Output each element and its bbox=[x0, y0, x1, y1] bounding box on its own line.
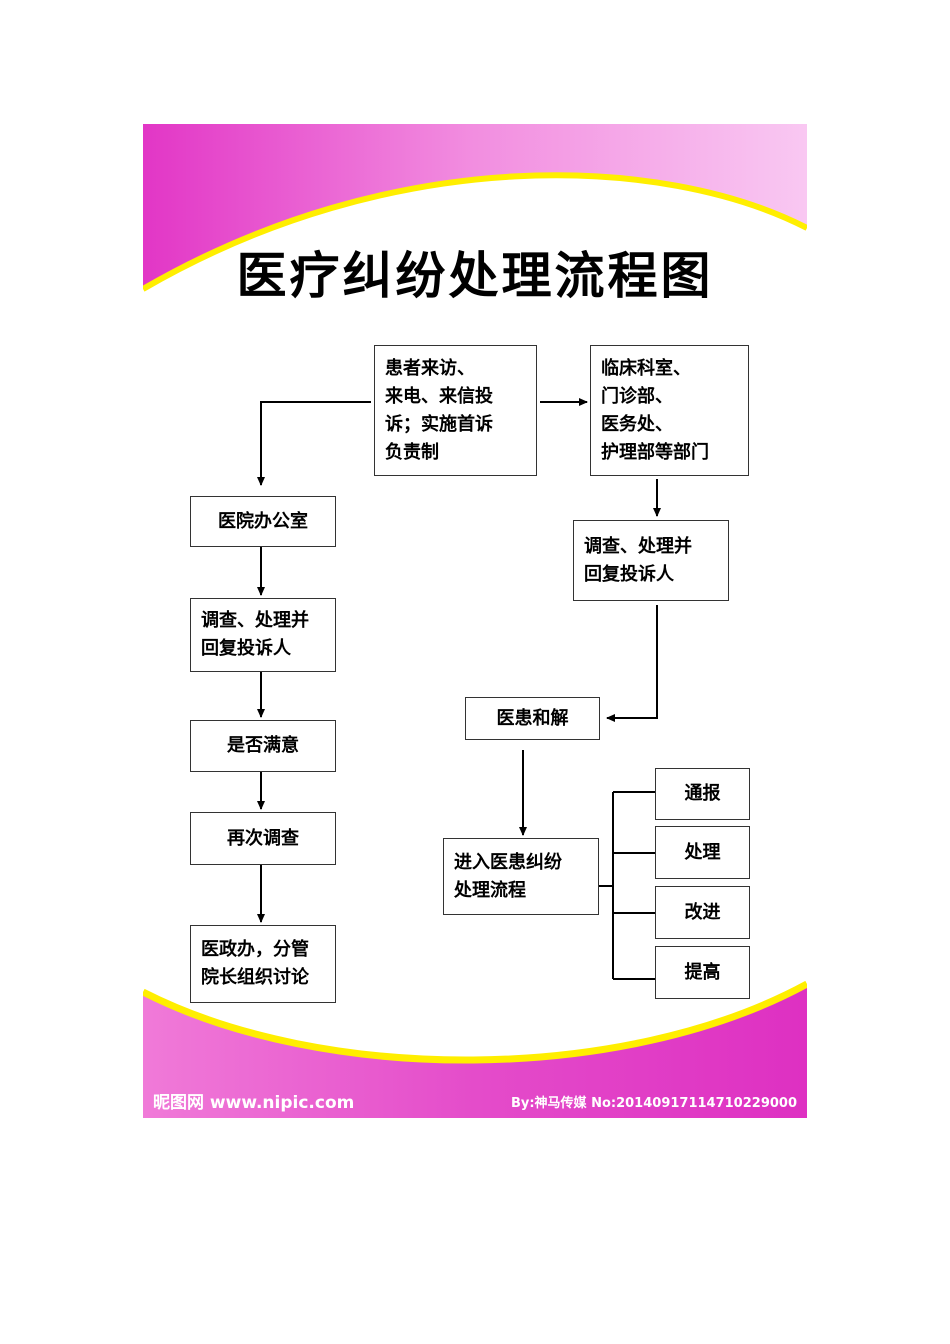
top-band bbox=[143, 124, 807, 289]
node-departments: 临床科室、 门诊部、 医务处、 护理部等部门 bbox=[590, 345, 749, 476]
watermark-credit: By:神马传媒 No:20140917114710229000 bbox=[510, 1096, 797, 1111]
node-complaint: 患者来访、 来电、来信投 诉；实施首诉 负责制 bbox=[374, 345, 537, 476]
node-satisfied: 是否满意 bbox=[190, 720, 336, 772]
top-yellow-curve bbox=[143, 172, 807, 292]
poster: 医疗纠纷处理流程图 bbox=[143, 124, 807, 1118]
bottom-yellow-curve bbox=[143, 980, 807, 1064]
node-notify: 通报 bbox=[655, 768, 750, 820]
bottom-band bbox=[143, 984, 807, 1118]
node-dispute-process: 进入医患纠纷 处理流程 bbox=[443, 838, 599, 915]
node-discussion: 医政办，分管 院长组织讨论 bbox=[190, 925, 336, 1003]
background-decoration bbox=[143, 124, 807, 1118]
page-title: 医疗纠纷处理流程图 bbox=[236, 247, 714, 305]
node-hospital-office: 医院办公室 bbox=[190, 496, 336, 547]
node-handle: 处理 bbox=[655, 826, 750, 879]
node-raise: 提高 bbox=[655, 946, 750, 999]
node-improve: 改进 bbox=[655, 886, 750, 939]
node-investigate-right: 调查、处理并 回复投诉人 bbox=[573, 520, 729, 601]
arrow-complaint-to-office bbox=[257, 401, 371, 486]
node-reinvestigate: 再次调查 bbox=[190, 812, 336, 865]
node-investigate-left: 调查、处理并 回复投诉人 bbox=[190, 598, 336, 672]
watermark-site: 昵图网 www.nipic.com bbox=[153, 1093, 355, 1113]
node-reconcile: 医患和解 bbox=[465, 697, 600, 740]
flow-connectors bbox=[257, 398, 661, 980]
arrow-investigate-to-reconcile bbox=[606, 605, 658, 722]
